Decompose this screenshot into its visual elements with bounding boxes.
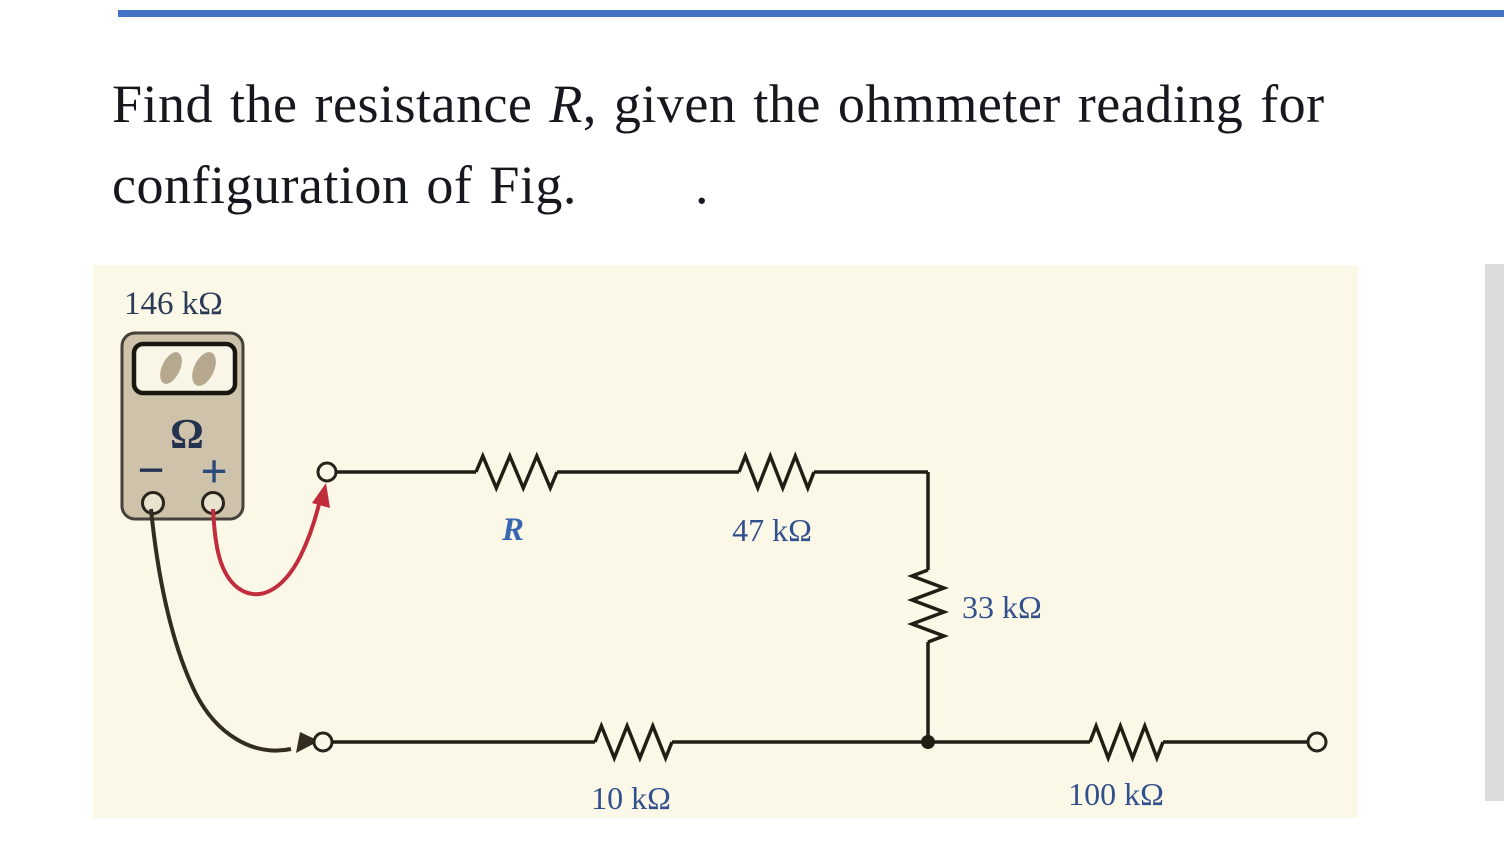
problem-statement: Find the resistance R, given the ohmmete…: [112, 64, 1325, 226]
display-digit-mark-right: [192, 352, 216, 386]
resistor-100k: [1088, 721, 1165, 763]
circuit-figure-panel: 146 kΩ Ω − + R: [93, 265, 1358, 818]
ohmmeter-reading-label: 146 kΩ: [124, 286, 223, 322]
resistor-47k-label: 47 kΩ: [732, 512, 812, 548]
problem-text-cont: , given the ohmmeter reading for: [582, 74, 1325, 134]
ohmmeter-display: [131, 341, 238, 396]
terminal-bottom-left: [312, 731, 334, 753]
problem-text: Find the resistance: [112, 74, 550, 134]
resistor-r: [474, 451, 559, 493]
resistor-33k: [907, 568, 949, 644]
resistor-10k-label: 10 kΩ: [591, 780, 671, 816]
circuit-diagram: 146 kΩ Ω − + R: [120, 286, 1328, 816]
right-gray-strip: [1485, 264, 1504, 801]
vertical-branch: 33 kΩ: [907, 472, 1042, 742]
junction-dot: [921, 735, 935, 749]
ohm-mode-icon: Ω: [170, 412, 204, 458]
problem-line-1: Find the resistance R, given the ohmmete…: [112, 64, 1325, 145]
figure-reference-text: configuration of Fig.: [112, 155, 577, 215]
bottom-branch: 10 kΩ 100 kΩ: [312, 721, 1328, 816]
resistor-33k-label: 33 kΩ: [962, 589, 1042, 625]
resistance-variable: R: [549, 74, 583, 134]
top-branch: R 47 kΩ: [316, 451, 928, 548]
terminal-bottom-right: [1306, 731, 1328, 753]
resistor-r-label: R: [501, 512, 524, 548]
positive-lead-arrowhead: [312, 483, 330, 508]
negative-terminal-label: −: [137, 444, 164, 497]
positive-lead-wire: [211, 499, 322, 597]
sentence-period: .: [694, 155, 709, 215]
negative-lead-wire: [149, 508, 292, 753]
terminal-top-left: [316, 461, 338, 483]
resistor-100k-label: 100 kΩ: [1068, 776, 1164, 812]
display-digit-mark-left: [160, 352, 182, 384]
resistor-10k: [593, 721, 674, 763]
positive-terminal-label: +: [200, 445, 227, 498]
ohmmeter: Ω − +: [120, 331, 245, 521]
problem-line-2: configuration of Fig..: [112, 145, 1325, 226]
top-accent-bar: [118, 10, 1504, 17]
ohmmeter-leads: [149, 483, 330, 753]
negative-lead-arrowhead: [296, 732, 319, 753]
resistor-47k: [737, 451, 816, 493]
